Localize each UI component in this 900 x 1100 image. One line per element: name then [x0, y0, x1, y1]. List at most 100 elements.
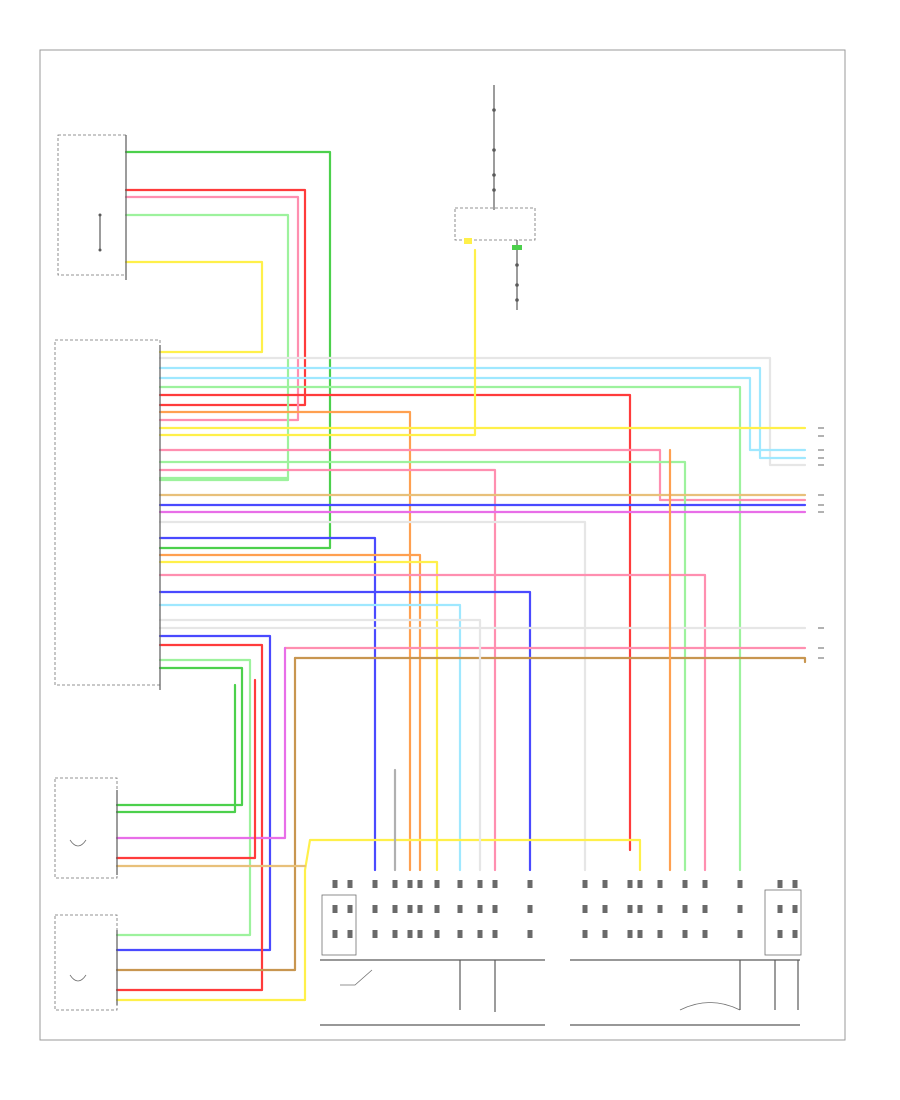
connector-markers [332, 880, 798, 938]
connector-pin-12-0 [602, 880, 608, 888]
connector-pin-14-1 [637, 905, 643, 913]
connector-pin-9-2 [492, 930, 498, 938]
wire-wht-19 [158, 520, 587, 872]
connector-pin-1-2 [347, 930, 353, 938]
connector-pin-19-0 [777, 880, 783, 888]
wire-brn-30 [293, 656, 807, 664]
connector-pin-17-0 [702, 880, 708, 888]
wire-org-21 [158, 553, 422, 872]
connector-pin-17-2 [702, 930, 708, 938]
bottom-connector-left [320, 894, 545, 1026]
connector-pin-11-2 [582, 930, 588, 938]
connector-pin-1-0 [347, 880, 353, 888]
lower-switch-box-upper [54, 777, 118, 879]
fuse-relay-box [454, 207, 536, 241]
connector-pin-16-0 [682, 880, 688, 888]
connector-pin-7-2 [457, 930, 463, 938]
connector-pin-8-1 [477, 905, 483, 913]
control-module-box [54, 339, 161, 690]
wire-red-28 [115, 643, 264, 992]
connector-pin-18-1 [737, 905, 743, 913]
connector-pin-10-1 [527, 905, 533, 913]
wire-blu-24 [158, 590, 532, 872]
wire-pnk-2 [124, 195, 300, 422]
connector-pin-8-0 [477, 880, 483, 888]
connector-pin-16-1 [682, 905, 688, 913]
wire-grn-32 [115, 666, 244, 807]
wire-red-9 [158, 393, 632, 852]
connector-pin-9-0 [492, 880, 498, 888]
connector-pin-3-2 [392, 930, 398, 938]
wire-ltgrn-14 [158, 460, 687, 872]
wire-yel-4 [124, 260, 264, 354]
connector-pin-8-2 [477, 930, 483, 938]
wire-ltgrn-3 [124, 213, 290, 482]
wire-org-10 [158, 410, 412, 872]
connector-pin-17-1 [702, 905, 708, 913]
connector-pin-14-2 [637, 930, 643, 938]
wire-ltgrn-8 [158, 385, 742, 872]
connector-pin-20-1 [792, 905, 798, 913]
wire-red-34 [115, 678, 257, 860]
connector-pin-20-0 [792, 880, 798, 888]
connector-pin-7-1 [457, 905, 463, 913]
connector-pin-2-0 [372, 880, 378, 888]
connector-pin-11-0 [582, 880, 588, 888]
connector-pin-5-0 [417, 880, 423, 888]
connector-pin-0-1 [332, 905, 338, 913]
connector-pin-9-1 [492, 905, 498, 913]
connector-pin-4-1 [407, 905, 413, 913]
wire-ltblu-25 [158, 603, 462, 872]
connector-pin-19-2 [777, 930, 783, 938]
upper-switch-box [57, 134, 127, 280]
connector-pin-18-0 [737, 880, 743, 888]
wire-ltblu-6 [158, 366, 807, 460]
wire-layer [115, 150, 807, 1002]
connector-pin-10-0 [527, 880, 533, 888]
wire-red-1 [124, 188, 307, 407]
connector-pin-12-1 [602, 905, 608, 913]
wire-wht-5 [158, 356, 807, 467]
connector-pin-3-0 [392, 880, 398, 888]
connector-pin-18-2 [737, 930, 743, 938]
connector-pin-0-0 [332, 880, 338, 888]
connector-pin-11-1 [582, 905, 588, 913]
fuse-block [454, 85, 536, 310]
wire-pnk-23 [158, 573, 707, 872]
wire-wht-40 [158, 618, 482, 872]
wire-pnk-15 [158, 468, 497, 872]
connector-pin-16-2 [682, 930, 688, 938]
diagram-frame [39, 49, 846, 1041]
connector-pin-6-0 [434, 880, 440, 888]
connector-pin-5-1 [417, 905, 423, 913]
connector-pin-0-2 [332, 930, 338, 938]
wire-yel-12 [158, 248, 477, 437]
connector-pin-5-2 [417, 930, 423, 938]
connector-pin-7-0 [457, 880, 463, 888]
connector-pin-15-0 [657, 880, 663, 888]
wire-brn-35 [115, 656, 297, 972]
wire-pnk-13 [158, 448, 807, 502]
wire-yel-22 [158, 560, 439, 872]
connector-pin-15-1 [657, 905, 663, 913]
connector-pin-3-1 [392, 905, 398, 913]
connector-pin-10-2 [527, 930, 533, 938]
wire-ltgrn-31 [115, 658, 252, 937]
wire-vio-33 [115, 646, 287, 840]
connector-pin-4-0 [407, 880, 413, 888]
connector-pin-2-1 [372, 905, 378, 913]
connector-pin-4-2 [407, 930, 413, 938]
right-terminals [818, 427, 824, 659]
connector-pin-15-2 [657, 930, 663, 938]
wire-yel-36 [115, 838, 642, 1002]
connector-pin-13-0 [627, 880, 633, 888]
wire-blu-27 [115, 634, 272, 952]
wire-blu-20 [158, 536, 377, 872]
connector-pin-6-1 [434, 905, 440, 913]
connector-pin-19-1 [777, 905, 783, 913]
wire-grn-37 [115, 683, 237, 814]
bottom-connector-right [570, 889, 802, 1026]
connector-pin-20-2 [792, 930, 798, 938]
connector-pin-12-2 [602, 930, 608, 938]
